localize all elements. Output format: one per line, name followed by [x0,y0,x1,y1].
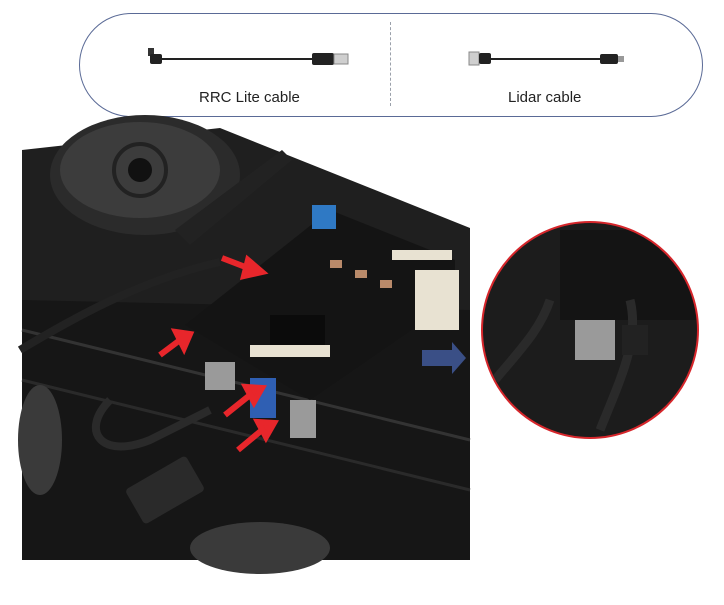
mecanum-wheel [190,522,330,574]
zoom-ring [481,221,699,439]
connection-arrows [158,254,279,453]
ethernet-port [205,362,235,390]
legend-divider [390,22,391,106]
mecanum-wheel [18,385,62,495]
blue-terminal [312,205,336,229]
rrc-lite-cable-label: RRC Lite cable [199,89,300,106]
usb-plug [126,456,204,524]
lidar-cable [17,258,221,354]
usb-port-grey [290,400,316,438]
zoom-detail-view [482,222,698,438]
lidar-cable-label: Lidar cable [508,89,582,106]
rrc-lite-cable [91,397,212,451]
cable-legend [79,13,703,117]
zoom-arrow [422,342,466,374]
